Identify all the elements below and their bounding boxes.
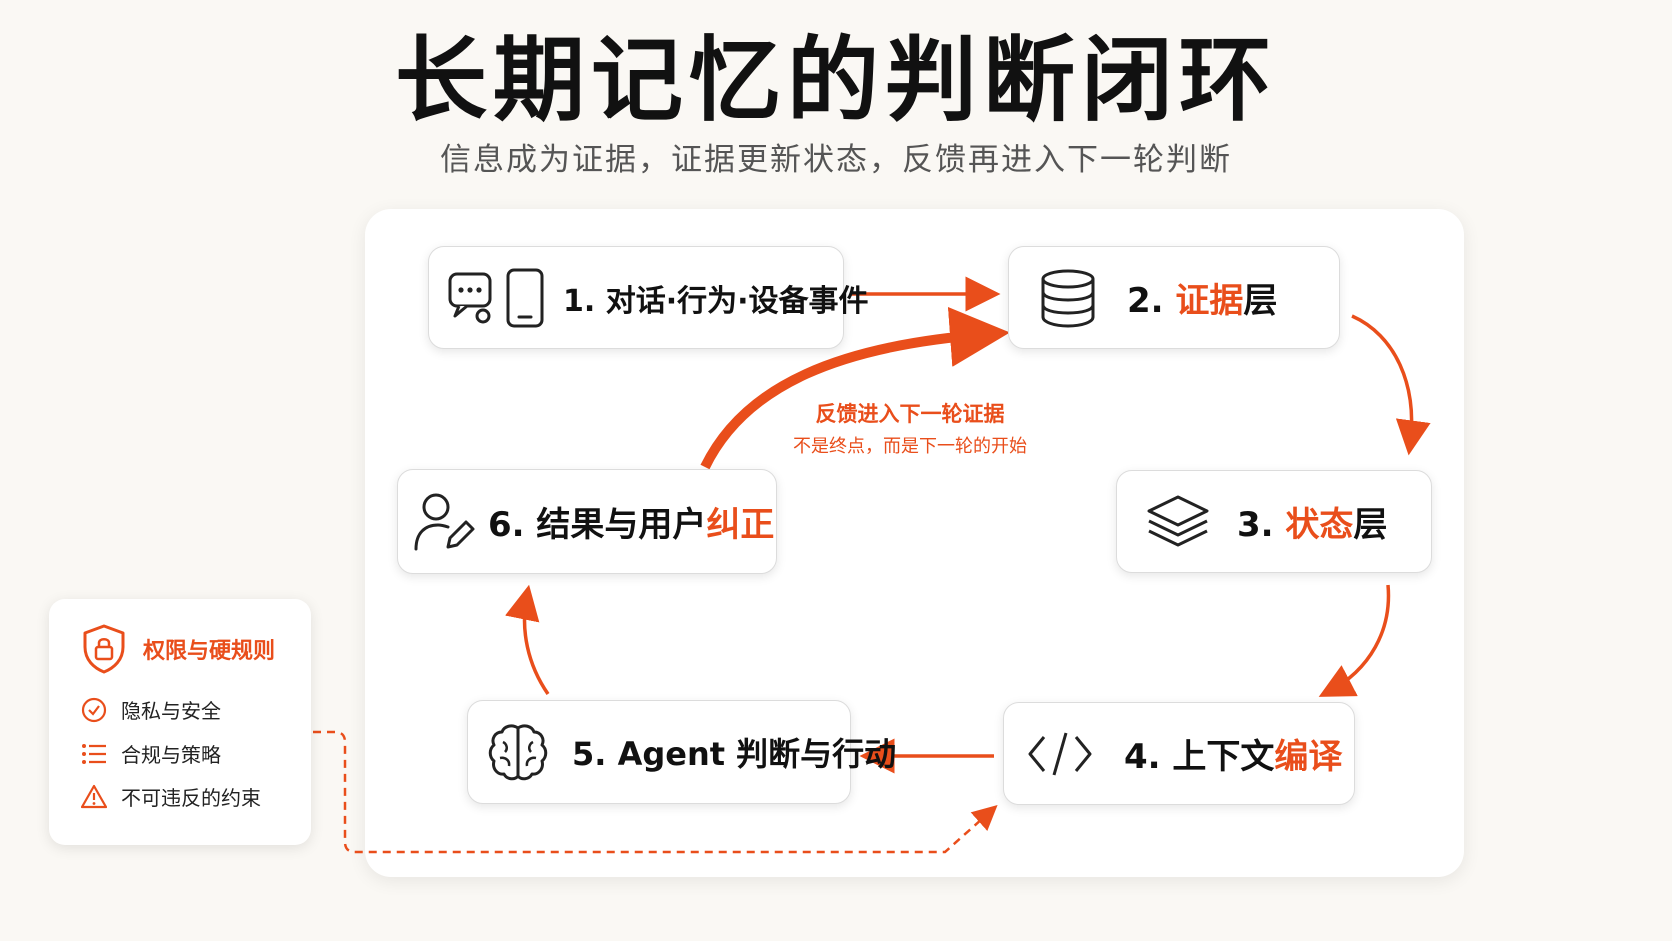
arrow-3-to-4	[1318, 584, 1391, 697]
layers-icon	[1147, 495, 1209, 546]
page-subtitle: 信息成为证据，证据更新状态，反馈再进入下一轮判断	[440, 142, 1232, 178]
node-agent-label: 5. Agent 判断与行动	[572, 735, 897, 773]
node-result-correction: 6. 结果与用户纠正	[397, 469, 777, 574]
rules-header: 权限与硬规则	[81, 623, 275, 675]
node-evidence-label: 2. 证据层	[1127, 281, 1278, 321]
node-state-layer: 3. 状态层	[1116, 470, 1432, 573]
phone-icon	[506, 268, 544, 327]
node-context-compile: 4. 上下文编译	[1003, 702, 1355, 805]
check-circle-icon	[81, 697, 107, 722]
node-events-label: 1. 对话·行为·设备事件	[563, 283, 869, 319]
list-icon	[82, 743, 106, 764]
rules-item-privacy: 隐私与安全	[81, 695, 221, 724]
rules-item-label: 隐私与安全	[121, 699, 221, 723]
rules-item-label: 合规与策略	[121, 743, 221, 767]
user-edit-icon	[414, 493, 475, 550]
code-icon	[1028, 732, 1092, 775]
node-context-label: 4. 上下文编译	[1124, 737, 1343, 777]
arrow-2-to-3	[1351, 314, 1431, 456]
node-agent-action: 5. Agent 判断与行动	[467, 700, 896, 804]
feedback-title: 反馈进入下一轮证据	[815, 402, 1005, 426]
arrow-5-to-6	[505, 584, 550, 695]
rules-item-compliance: 合规与策略	[81, 739, 221, 768]
rules-title: 权限与硬规则	[143, 639, 276, 664]
brain-icon	[488, 724, 548, 781]
node-evidence-layer: 2. 证据层	[1008, 246, 1340, 349]
rules-item-constraints: 不可违反的约束	[81, 782, 261, 811]
chat-bubble-icon	[448, 272, 492, 323]
node-events: 1. 对话·行为·设备事件	[428, 246, 869, 349]
node-result-label: 6. 结果与用户纠正	[488, 505, 775, 545]
page-title: 长期记忆的判断闭环	[394, 27, 1277, 134]
rules-card: 权限与硬规则 隐私与安全 合规与策略 不可违反的约束	[49, 599, 311, 845]
node-state-label: 3. 状态层	[1237, 505, 1388, 545]
shield-lock-icon	[83, 624, 125, 674]
feedback-arrow	[700, 307, 1010, 470]
rules-item-label: 不可违反的约束	[121, 786, 261, 810]
warning-icon	[81, 784, 107, 808]
database-icon	[1041, 269, 1095, 328]
feedback-note: 不是终点，而是下一轮的开始	[793, 436, 1027, 457]
